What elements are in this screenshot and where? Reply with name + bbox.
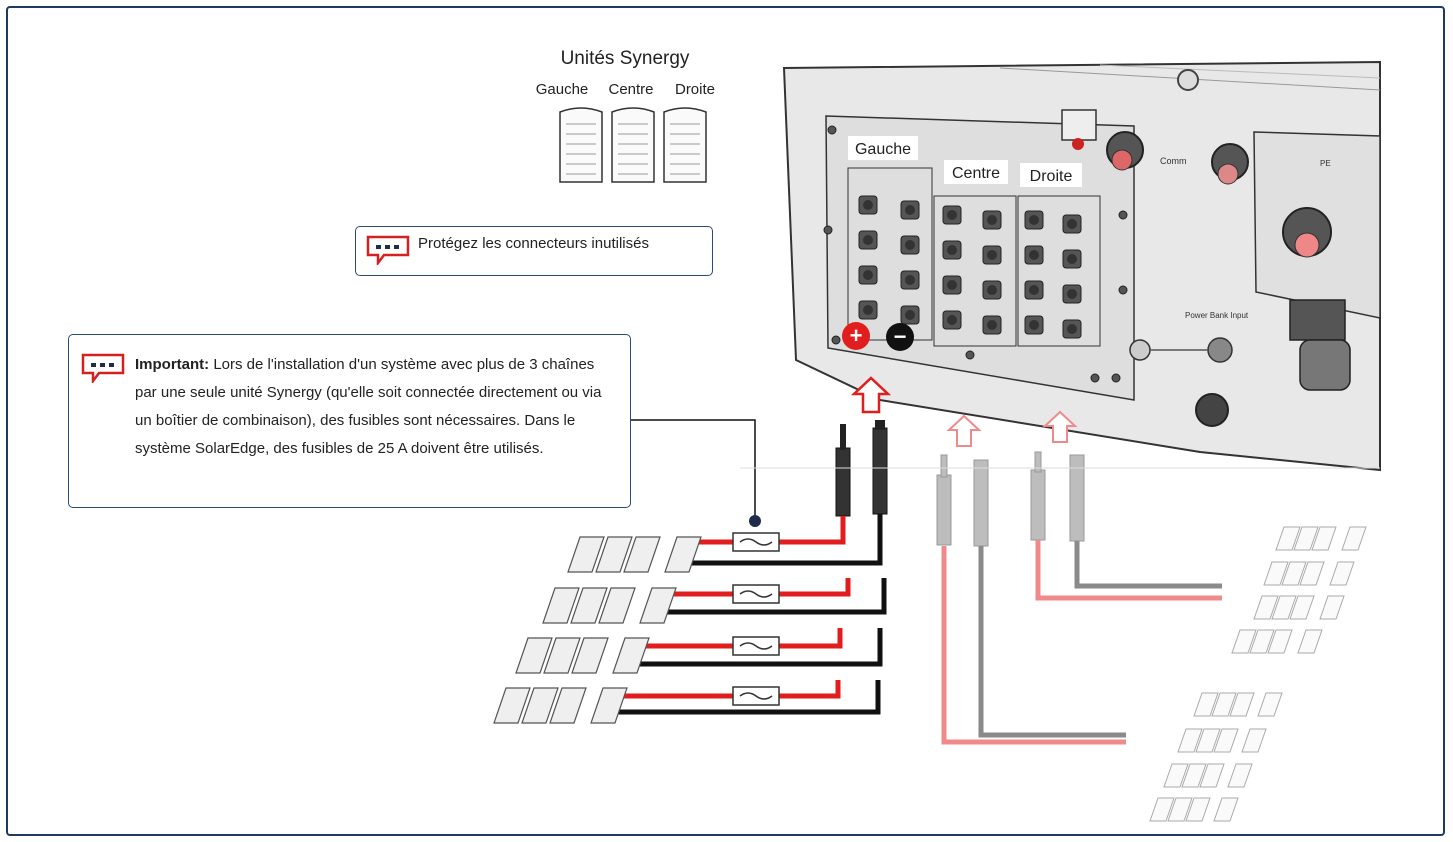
plus-icon: + (842, 322, 870, 350)
fuse-icon (732, 532, 780, 706)
synergy-units-icon (559, 107, 707, 183)
synergy-center-label: Centre (608, 81, 653, 98)
minus-icon: − (886, 323, 914, 351)
svg-text:Gauche: Gauche (855, 141, 911, 158)
mc4-connector-pair-faded (936, 451, 1085, 547)
protect-connectors-text: Protégez les connecteurs inutilisés (418, 235, 649, 252)
svg-text:Centre: Centre (952, 165, 1000, 182)
power-bank-label: Power Bank Input (1185, 311, 1249, 320)
up-arrow-icon-faded-2 (1042, 410, 1078, 443)
important-label: Important: (135, 356, 210, 373)
synergy-right-label: Droite (675, 81, 715, 98)
inverter-label-left: Gauche (848, 136, 918, 160)
pe-label: PE (1320, 159, 1331, 168)
leader-line (631, 419, 761, 527)
synergy-left-label: Gauche (536, 81, 589, 98)
comment-alert-icon (366, 235, 410, 265)
svg-text:+: + (850, 323, 863, 348)
comment-alert-icon (81, 353, 125, 383)
faded-cables (941, 540, 1222, 745)
svg-text:Droite: Droite (1030, 168, 1073, 185)
inverter-label-center: Centre (944, 160, 1008, 184)
solar-panel-icon (493, 536, 702, 724)
inverter-label-right: Droite (1020, 163, 1082, 187)
comm-label: Comm (1160, 156, 1187, 166)
mc4-connector-pair (835, 420, 888, 517)
up-arrow-icon (850, 376, 892, 414)
up-arrow-icon-faded (946, 414, 982, 447)
protect-connectors-note: Protégez les connecteurs inutilisés (355, 226, 713, 276)
synergy-title: Unités Synergy (561, 48, 690, 69)
svg-text:−: − (894, 324, 907, 349)
important-note: Important: Lors de l'installation d'un s… (68, 334, 631, 508)
important-text: Lors de l'installation d'un système avec… (135, 356, 602, 457)
solar-panel-icon-faded (1149, 526, 1367, 822)
diagram-frame (6, 6, 1445, 836)
